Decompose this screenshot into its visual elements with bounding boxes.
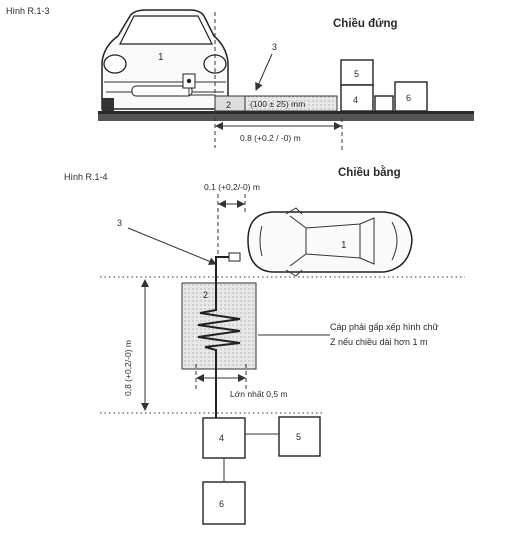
windshield-top	[289, 215, 307, 267]
windshield	[119, 15, 213, 45]
box-6-side-label: 6	[406, 93, 411, 103]
note-line-2: Z nếu chiều dài hơn 1 m	[330, 337, 427, 347]
car-front-view: 1	[101, 9, 229, 111]
box-6-top-label: 6	[219, 499, 224, 509]
box-4-top	[202, 417, 246, 459]
note-line-1: Cáp phải gấp xếp hình chữ	[330, 322, 439, 332]
figure-a-side-view: Hình R.1-3 Chiều đứng 1 2 (100 ± 25) mm	[6, 6, 474, 150]
small-connector-box	[374, 95, 394, 112]
box-6-side	[394, 81, 428, 112]
car-label: 1	[158, 52, 164, 63]
figure-b-title: Chiều bằng	[338, 166, 401, 179]
figure-b-caption: Hình R.1-4	[64, 172, 108, 182]
car-top-view: 1	[247, 207, 413, 277]
roof-top	[305, 223, 361, 259]
box-5-side	[340, 59, 374, 86]
box-5-top-label: 5	[296, 432, 301, 442]
cable-support-top	[181, 282, 257, 370]
dim-offset-label: 0,1 (+0,2/-0) m	[204, 182, 260, 192]
mirror-right	[285, 269, 303, 277]
ground-line	[98, 111, 474, 114]
box-5-side-label: 5	[354, 69, 359, 79]
figure-a-title: Chiều đứng	[333, 18, 398, 30]
box-4-top-label: 4	[219, 433, 224, 443]
dim-height-label: (100 ± 25) mm	[250, 99, 305, 109]
box-6-top	[202, 481, 246, 525]
ground-strip	[98, 111, 474, 121]
headlight-left	[103, 54, 127, 74]
charging-port-top	[228, 252, 241, 262]
wheel-left	[102, 98, 114, 111]
callout-3-arrow	[255, 53, 273, 91]
cable-zigzag	[197, 256, 241, 420]
support-top-label: 2	[203, 290, 208, 300]
figure-b-plan-view: Hình R.1-4 Chiều bằng 0,1 (+0,2/-0) m 1 …	[64, 166, 465, 525]
car-top-label: 1	[341, 240, 347, 251]
mirror-left	[285, 207, 303, 215]
box-4-side-label: 4	[353, 95, 358, 105]
rear-window-top	[359, 217, 375, 265]
dim-width-label: Lớn nhất 0,5 m	[230, 389, 288, 399]
callout-3-top-label: 3	[117, 218, 122, 228]
box-5-top	[278, 416, 321, 457]
callout-3-label: 3	[272, 42, 277, 52]
grille	[131, 85, 193, 97]
callout-3-top-arrow	[127, 227, 217, 266]
dim-vertical-label: 0,8 (+0,2/-0) m	[123, 340, 133, 396]
box-4-side	[340, 84, 374, 112]
dim-length-label: 0.8 (+0.2 / -0) m	[240, 133, 301, 143]
support-label-2: 2	[226, 100, 231, 110]
figure-a-caption: Hình R.1-3	[6, 6, 50, 16]
